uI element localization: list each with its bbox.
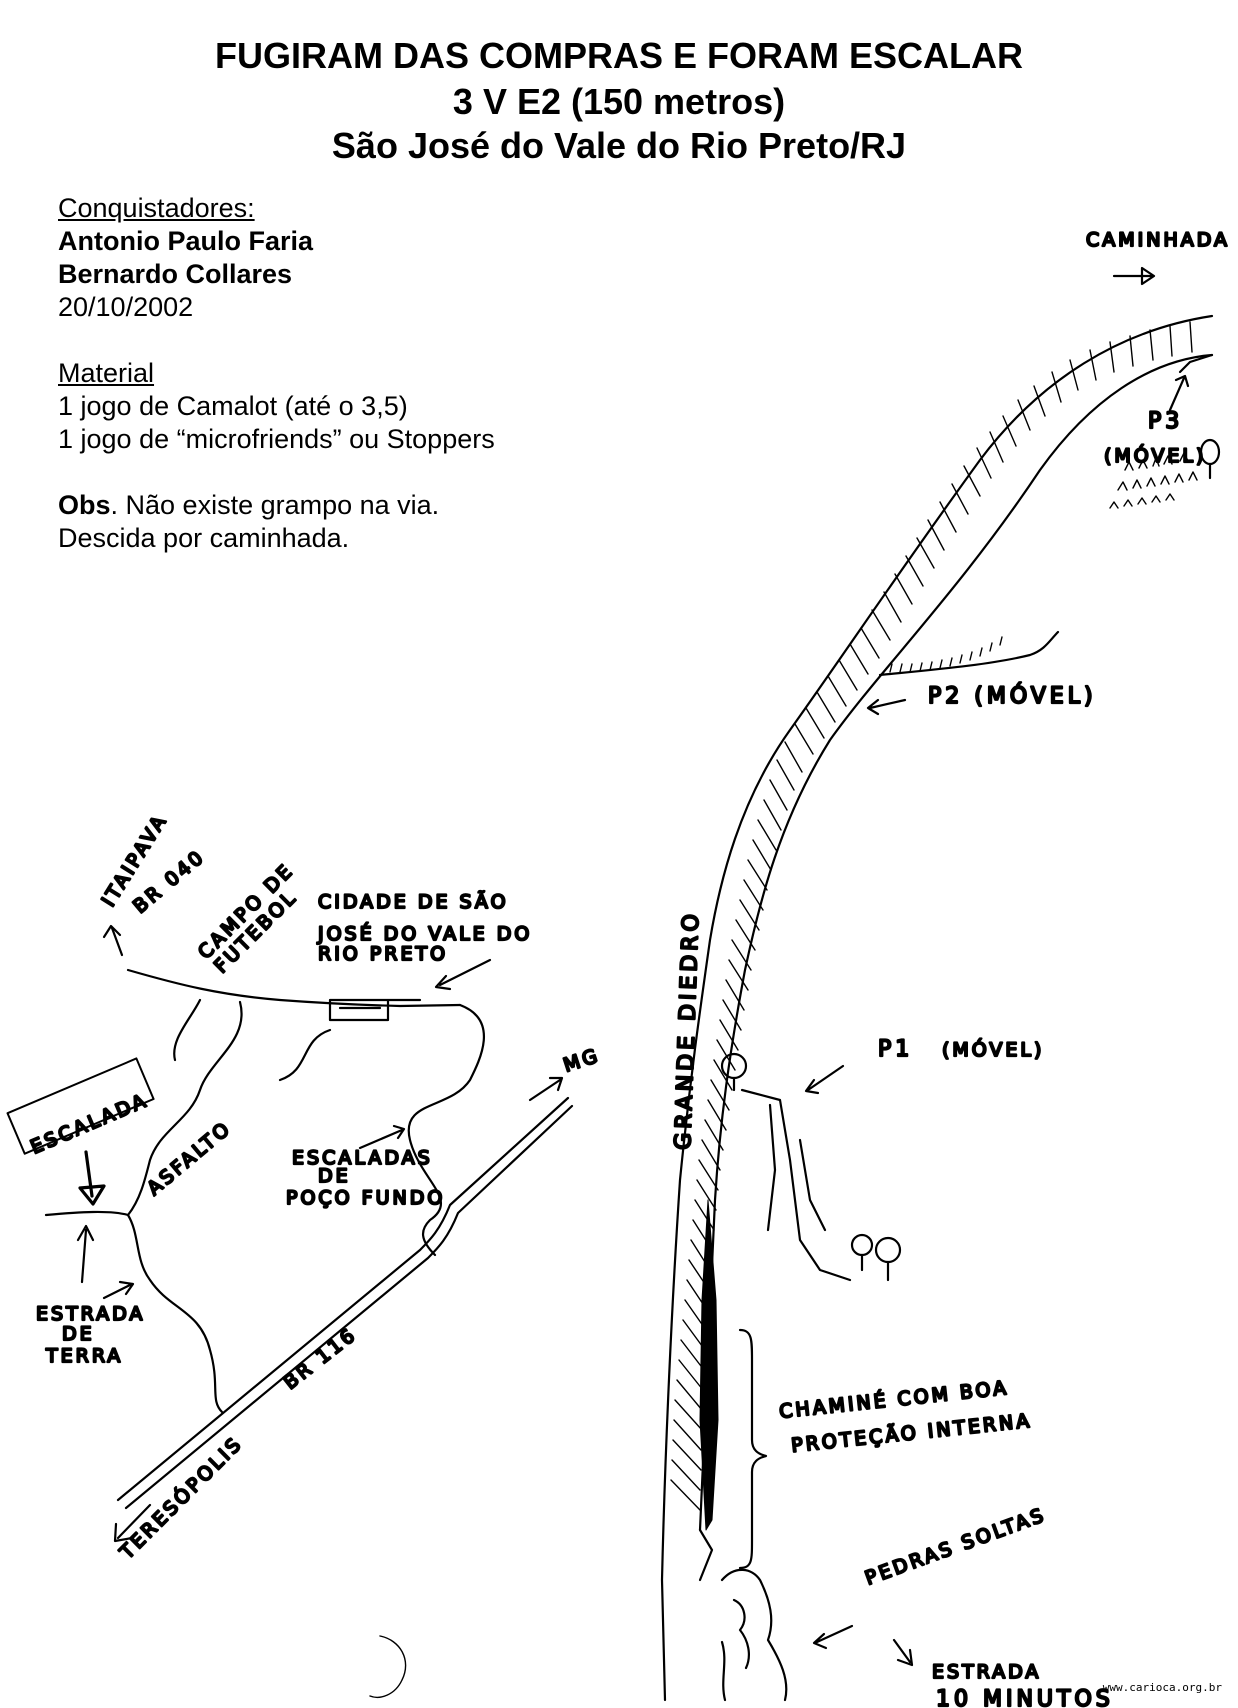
pocofundo-line-3: POÇO FUNDO [286,1187,445,1209]
escalada-arrow [80,1152,104,1204]
road-campo [174,1000,330,1080]
p1-label: P1 [878,1037,913,1062]
estrada-terra-line-2: DE [62,1323,95,1345]
p2-arrow [868,700,905,714]
pedras-arrow [814,1626,852,1648]
loose-rocks [722,1570,786,1700]
estrada-topo-line-2: 10 MINUTOS [936,1687,1114,1708]
estrada-terra-line-1: ESTRADA [36,1303,145,1325]
teresopolis-label: TERESÓPOLIS [114,1431,247,1564]
watermark: www.carioca.org.br [1103,1681,1222,1694]
escalada-label: ESCALADA [27,1089,151,1158]
p3-note: (MÓVEL) [1104,443,1206,467]
cidade-line-3: RIO PRETO [318,943,448,965]
estrada-terra-arrow [78,1226,93,1282]
cidade-line-2: JOSÉ DO VALE DO [317,922,532,945]
pedras-soltas-label: PEDRAS SOLTAS [862,1504,1049,1590]
estrada-topo-line-1: ESTRADA [932,1661,1041,1683]
grande-diedro-label: GRANDE DIEDRO [671,910,704,1150]
rock-wall [662,316,1212,1700]
mg-arrow [530,1078,562,1100]
p3-label: P3 [1148,409,1183,434]
diedro-hatching [671,322,1192,1510]
caminhada-arrow [1114,268,1154,284]
p1-note: (MÓVEL) [942,1037,1044,1061]
p2-ledge [880,632,1058,675]
p2-label: P2 (MÓVEL) [928,683,1097,709]
margin-mark [370,1636,406,1697]
pocofundo-line-2: DE [318,1165,351,1187]
road-asfalto [409,1005,484,1255]
mg-label: MG [561,1044,603,1076]
estrada-terra-arrow-2 [104,1282,133,1298]
estrada-terra-line-3: TERRA [45,1345,123,1367]
br116-label: BR 116 [280,1323,362,1394]
cidade-line-1: CIDADE DE SÃO [318,890,509,913]
asfalto-label: ASFALTO [143,1117,236,1200]
caminhada-label: CAMINHADA [1086,229,1230,251]
p1-arrow [806,1066,843,1093]
chimney-brace [740,1330,766,1568]
itaipava-arrow [104,926,122,955]
p3-arrow [1170,376,1188,410]
estrada-arrow [894,1640,912,1665]
pocofundo-arrow [360,1126,404,1148]
pocofundo-line-1: ESCALADAS [292,1147,433,1169]
